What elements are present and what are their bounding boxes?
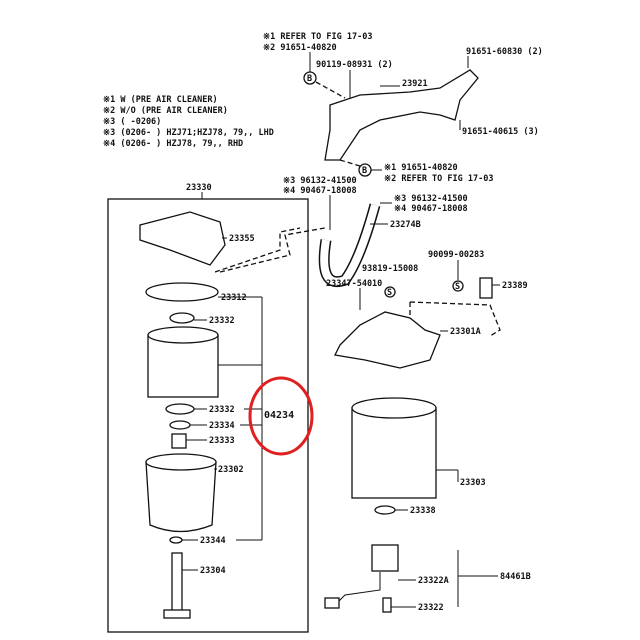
oring-23344: [169, 536, 183, 544]
filter-element: [147, 334, 219, 398]
label-23304: 23304: [200, 566, 226, 576]
label-sensor: 23389: [502, 281, 528, 291]
label-hose: 23274B: [390, 220, 421, 230]
pump-filter-group: ※3 96132-41500 ※4 90467-18008 ※3 96132-4…: [219, 176, 531, 613]
washer-23332a: [169, 312, 195, 324]
label-bolt3: 91651-60830 (2): [466, 47, 543, 57]
label-23302: 23302: [218, 465, 244, 475]
label-plug: 23322A: [418, 576, 449, 586]
bowl-23302: [145, 461, 217, 533]
connector: [324, 597, 340, 609]
label-bracket: 23921: [402, 79, 428, 89]
ring-23334: [169, 420, 191, 430]
bolt-marker-b: [303, 71, 317, 85]
gasket-23312: [145, 282, 219, 302]
marker-s2-text: S: [387, 288, 392, 298]
filter-assembly-box: 23330 23355 23312 23332 23332 23334 2333…: [107, 183, 314, 633]
note-5: ※4 (0206- ) HZJ78, 79,, RHD: [103, 139, 243, 149]
filter-23303: [351, 407, 437, 499]
note-4: ※3 (0206- ) HZJ71;HZJ78, 79,, LHD: [103, 128, 274, 138]
highlight-circle: [248, 376, 314, 456]
label-sensor-assy: 84461B: [500, 572, 531, 582]
label-refer1: ※1 REFER TO FIG 17-03: [263, 32, 372, 42]
filter-head-23355: [139, 211, 226, 266]
marker-b2-text: B: [362, 166, 367, 176]
label-04234-kit: 04234: [264, 410, 294, 421]
label-switch: 23322: [418, 603, 444, 613]
label-23332b: 23332: [209, 405, 235, 415]
label-clamp-b1: ※3 96132-41500: [394, 194, 468, 204]
notes-legend: ※1 W (PRE AIR CLEANER) ※2 W/O (PRE AIR C…: [103, 95, 274, 149]
spring-23333: [171, 433, 187, 449]
label-pump: 23301A: [450, 327, 481, 337]
label-oring: 23338: [410, 506, 436, 516]
label-23355: 23355: [229, 234, 255, 244]
pump-23301a: [334, 311, 441, 369]
label-23334: 23334: [209, 421, 235, 431]
label-clamp-b2: ※4 90467-18008: [394, 204, 468, 214]
label-bolt2: 90119-08931 (2): [316, 60, 393, 70]
label-23312: 23312: [221, 293, 247, 303]
label-clamp-a1: ※3 96132-41500: [283, 176, 357, 186]
plug-23322a: [371, 544, 399, 572]
note-1: ※1 W (PRE AIR CLEANER): [103, 95, 218, 105]
label-23344: 23344: [200, 536, 226, 546]
marker-b-text: B: [307, 74, 312, 84]
label-clamp-a2: ※4 90467-18008: [283, 186, 357, 196]
label-assembly: 23330: [186, 183, 212, 193]
label-screw2: 93819-15008: [362, 264, 418, 274]
marker-s1-text: S: [455, 282, 460, 292]
oring-23338: [374, 505, 396, 515]
switch-23322: [382, 597, 392, 613]
label-bracket-23347: 23347-54010: [326, 279, 382, 289]
screw-marker-s2: [384, 286, 396, 298]
label-23332a: 23332: [209, 316, 235, 326]
sensor-23389: [479, 277, 493, 299]
label-bolt4: 91651-40615 (3): [462, 127, 539, 137]
bracket-group: ※1 REFER TO FIG 17-03 ※2 91651-40820 901…: [263, 32, 543, 184]
label-bolt1: ※2 91651-40820: [263, 43, 337, 53]
note-3: ※3 ( -0206): [103, 117, 161, 127]
label-refer2: ※2 REFER TO FIG 17-03: [384, 174, 493, 184]
note-2: ※2 W/O (PRE AIR CLEANER): [103, 106, 228, 116]
label-23333: 23333: [209, 436, 235, 446]
bolt-23304: [171, 552, 183, 612]
label-bolt5: ※1 91651-40820: [384, 163, 458, 173]
screw-marker-s1: [452, 280, 464, 292]
label-filter: 23303: [460, 478, 486, 488]
label-screw1: 90099-00283: [428, 250, 484, 260]
washer-23332b: [165, 403, 195, 415]
bracket-23921: [324, 69, 479, 161]
